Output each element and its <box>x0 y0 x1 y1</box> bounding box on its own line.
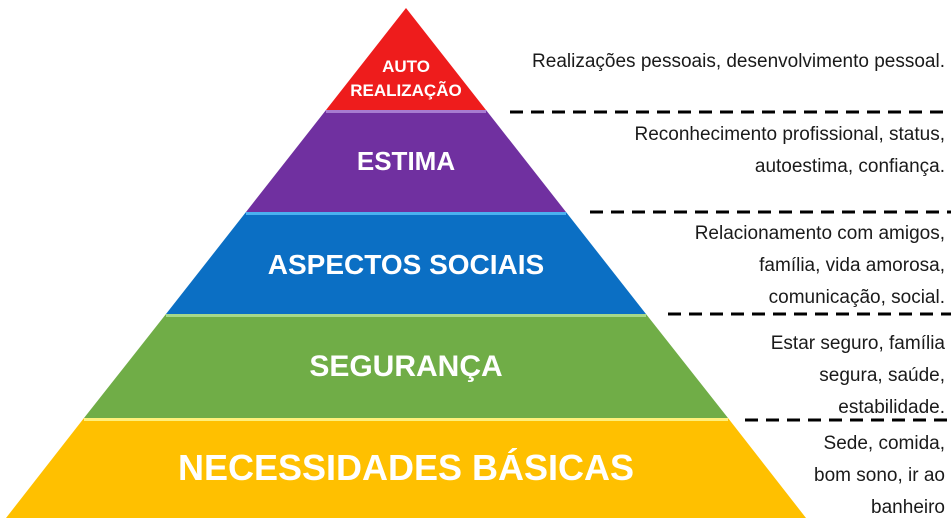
description-line: estabilidade. <box>838 397 945 418</box>
description-line: banheiro <box>871 497 945 518</box>
description-line: bom sono, ir ao <box>814 465 945 486</box>
level-aspectos-highlight <box>246 212 566 215</box>
level-seguranca-highlight <box>166 314 646 317</box>
description-line: segura, saúde, <box>819 365 945 386</box>
level-label: ESTIMA <box>357 146 455 176</box>
level-estima-highlight <box>326 110 486 113</box>
level-label: NECESSIDADES BÁSICAS <box>178 447 634 488</box>
level-label: REALIZAÇÃO <box>350 80 461 100</box>
description-line: Reconhecimento profissional, status, <box>635 124 946 145</box>
description-line: autoestima, confiança. <box>755 156 945 177</box>
level-label: AUTO <box>382 57 430 76</box>
level-necessidades-basicas <box>6 418 806 518</box>
description-line: Relacionamento com amigos, <box>695 223 945 244</box>
level-label: ASPECTOS SOCIAIS <box>268 249 544 280</box>
description-line: Sede, comida, <box>824 433 945 454</box>
description-line: comunicação, social. <box>769 287 945 308</box>
level-label: SEGURANÇA <box>309 350 502 383</box>
description-line: Estar seguro, família <box>771 333 946 354</box>
description-line: família, vida amorosa, <box>759 255 945 276</box>
level-auto-realizacao <box>326 8 486 110</box>
level-necessidades-highlight <box>84 418 728 421</box>
level-estima <box>246 110 566 212</box>
description-line: Realizações pessoais, desenvolvimento pe… <box>532 51 945 72</box>
level-seguranca <box>84 314 728 418</box>
level-aspectos-sociais <box>166 212 646 314</box>
